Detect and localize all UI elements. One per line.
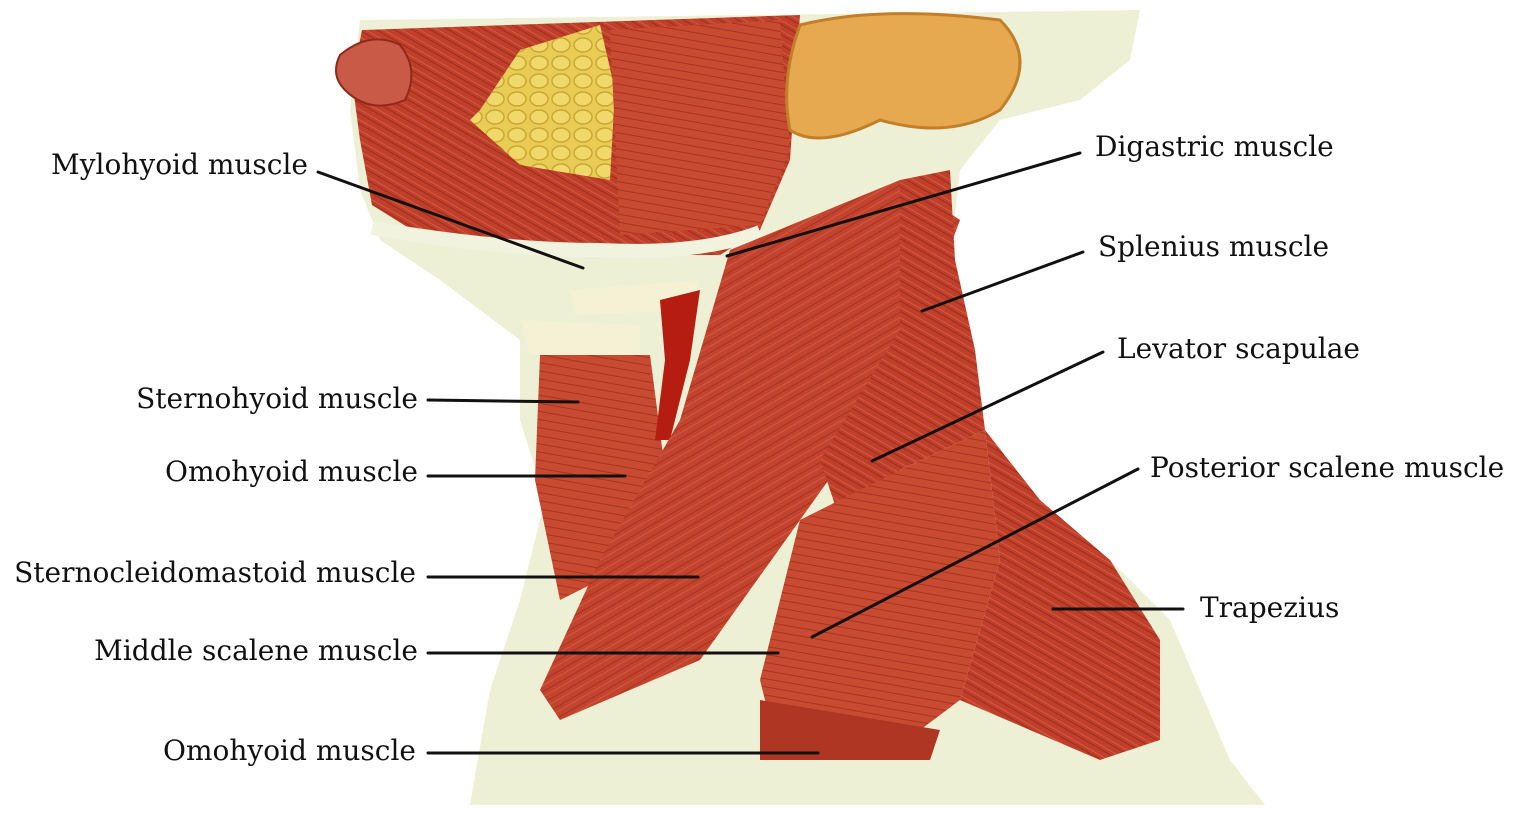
masseter <box>610 20 790 235</box>
thyroid-cartilage <box>520 320 640 355</box>
label-levator-scapulae: Levator scapulae <box>1117 332 1360 365</box>
label-mylohyoid: Mylohyoid muscle <box>51 148 308 181</box>
clavicle-fascia <box>470 690 1265 805</box>
leader-splenius <box>920 250 1085 313</box>
buccal-fat <box>470 25 615 180</box>
leader-lines <box>316 151 1185 755</box>
ear <box>785 12 1022 140</box>
label-sternohyoid: Sternohyoid muscle <box>136 382 418 415</box>
trapezius <box>960 430 1160 760</box>
leader-posterior-scalene <box>810 467 1140 639</box>
label-sternocleidomastoid: Sternocleidomastoid muscle <box>14 556 416 589</box>
leader-levator-scapulae <box>870 350 1105 463</box>
leader-digastric <box>725 151 1082 258</box>
leader-sternohyoid <box>426 398 580 404</box>
lips <box>335 38 413 107</box>
carotid-vessels <box>655 290 700 440</box>
label-middle-scalene: Middle scalene muscle <box>94 634 418 667</box>
label-trapezius: Trapezius <box>1200 591 1340 624</box>
label-digastric: Digastric muscle <box>1095 130 1334 163</box>
scalenes <box>760 430 1000 760</box>
leader-mylohyoid <box>316 170 585 270</box>
label-omohyoid-upper: Omohyoid muscle <box>164 455 418 488</box>
label-splenius: Splenius muscle <box>1098 230 1330 263</box>
label-omohyoid-lower: Omohyoid muscle <box>162 734 416 767</box>
sternocleidomastoid <box>540 180 960 720</box>
splenius-levator <box>820 170 985 520</box>
omohyoid-inferior <box>760 700 940 760</box>
label-posterior-scalene: Posterior scalene muscle <box>1150 451 1505 484</box>
mandible-edge <box>370 221 763 258</box>
